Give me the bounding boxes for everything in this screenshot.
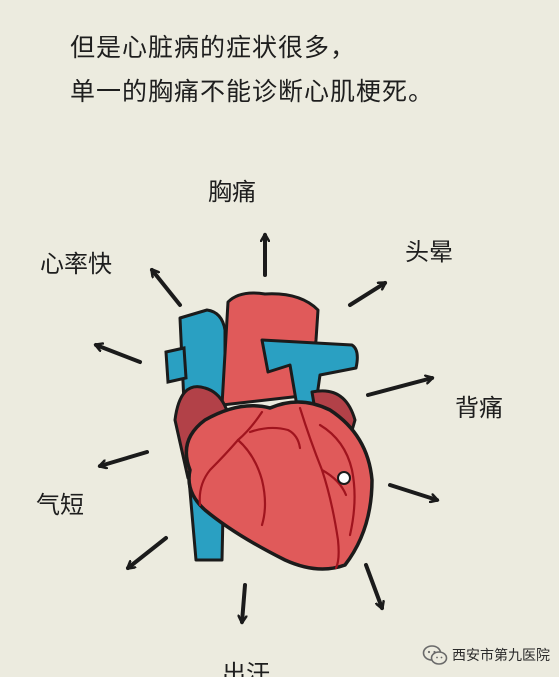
watermark-text: 西安市第九医院 <box>452 648 550 664</box>
headline-line-1: 但是心脏病的症状很多， <box>70 33 357 62</box>
symptom-palpitations: 心率快 <box>40 250 112 278</box>
arrow-bottom-right <box>364 563 382 608</box>
symptom-chest-pain: 胸痛 <box>208 178 256 206</box>
headline-line-2: 单一的胸痛不能诊断心肌梗死。 <box>70 77 435 106</box>
coronary-artery-2 <box>298 406 340 570</box>
coronary-artery-1 <box>198 410 264 507</box>
arrow-shortness-of-breath <box>100 450 149 466</box>
wechat-icon <box>422 645 448 665</box>
heart-highlight <box>337 471 351 485</box>
vena-cava-small <box>164 346 188 384</box>
arrow-back-pain <box>366 378 432 397</box>
symptom-back-pain: 背痛 <box>455 394 503 422</box>
arrow-palpitations <box>150 270 182 307</box>
coronary-artery-5 <box>320 468 348 497</box>
arrow-left-lower <box>128 536 168 570</box>
coronary-artery-6 <box>248 426 302 450</box>
symptom-sweating: 出汗 <box>222 660 270 677</box>
symptom-dizziness: 头晕 <box>405 238 453 266</box>
arrow-dizziness <box>348 281 385 307</box>
arrow-right-lower <box>388 483 437 500</box>
coronary-artery-4 <box>236 438 267 527</box>
arrow-left-upper <box>96 345 142 364</box>
heart-body <box>184 400 374 571</box>
symptom-shortness-of-breath: 气短 <box>36 491 84 519</box>
watermark: 西安市第九医院 <box>422 640 557 670</box>
coronary-artery-3 <box>318 423 356 537</box>
arrow-sweating <box>242 583 245 622</box>
